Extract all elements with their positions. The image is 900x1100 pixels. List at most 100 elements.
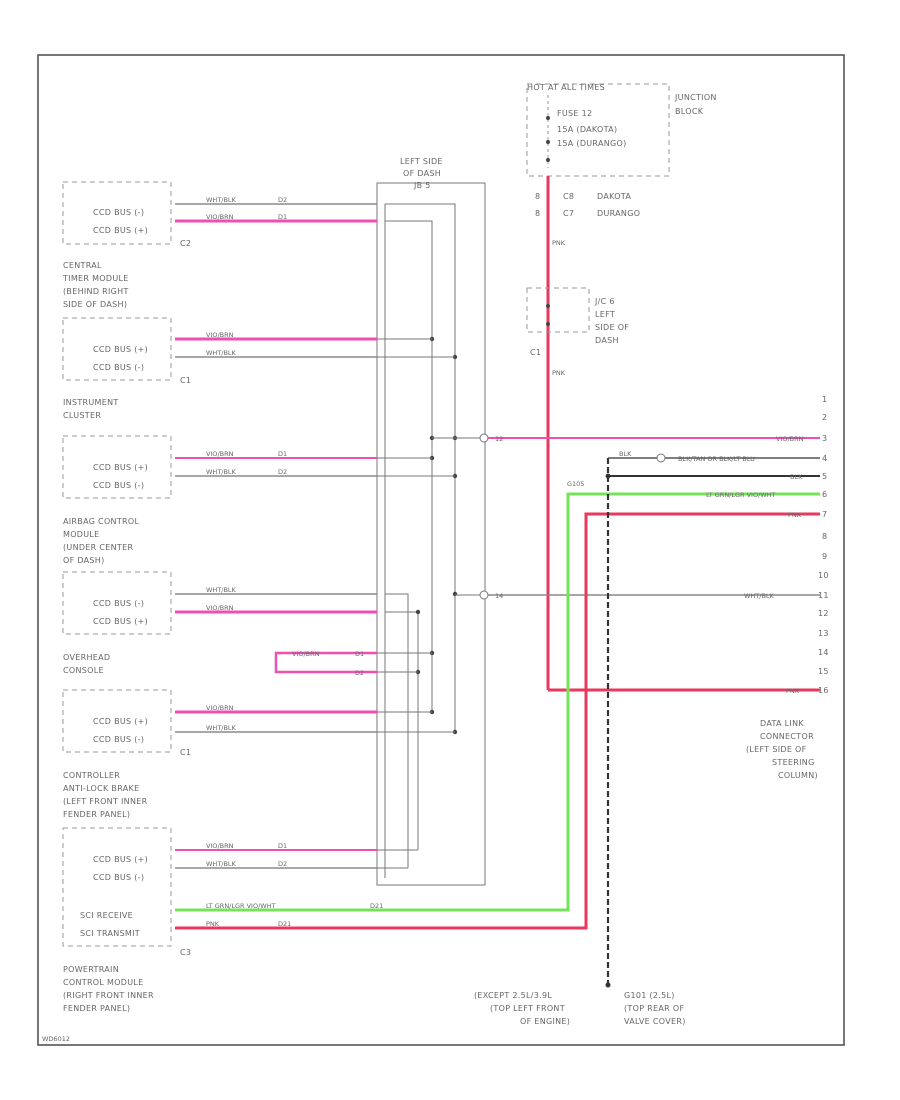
dlc-w16: PNK xyxy=(786,687,800,695)
cav-b-marker: 8 xyxy=(535,209,540,218)
jc6-outline xyxy=(526,287,590,333)
module-6-c2: D2 xyxy=(278,860,287,868)
jc6-l1: J/C 6 xyxy=(594,297,615,306)
jc6-l3: SIDE OF xyxy=(595,323,629,332)
blk-left-label: BLK xyxy=(619,450,632,458)
ground-2-l2: (TOP REAR OF xyxy=(624,1004,684,1013)
module-3-pin-1: CCD BUS (+) xyxy=(93,463,148,472)
module-4-name-3: (UNDER CENTER xyxy=(63,543,133,552)
dlc-pin-14: 14 xyxy=(818,648,829,657)
module-5-w1: VIO/BRN xyxy=(206,704,234,712)
dlc-w3: VIO/BRN xyxy=(776,435,804,443)
dlc-label-5: COLUMN) xyxy=(778,771,818,780)
module-7-name-2: CONTROL MODULE xyxy=(63,978,144,987)
jc6-node-2 xyxy=(546,322,550,326)
splice-wb-vline-2 xyxy=(385,593,409,868)
module-1-conn: C2 xyxy=(180,239,191,248)
overhead-loop-wire xyxy=(274,651,377,674)
module-6-pin-3: SCI RECEIVE xyxy=(80,911,133,920)
junction-label-2: BLOCK xyxy=(675,107,704,116)
module-3-c2: D2 xyxy=(278,468,287,476)
module-6-name-1: CONTROLLER xyxy=(63,771,120,780)
jc6-node-1 xyxy=(546,304,550,308)
module-6-pin-4: SCI TRANSMIT xyxy=(80,929,140,938)
module-6-pin-2: CCD BUS (-) xyxy=(93,873,144,882)
dlc-pin-7: 7 xyxy=(822,510,827,519)
module-5-name-1: OVERHEAD xyxy=(63,653,110,662)
splice-out-wb-conn xyxy=(479,590,489,600)
module-2-pin-2: CCD BUS (-) xyxy=(93,363,144,372)
jc6-l4: DASH xyxy=(595,336,619,345)
ground-1-l1: (EXCEPT 2.5L/3.9L xyxy=(474,991,552,1000)
dlc-w7: PNK xyxy=(788,511,802,519)
cav-a-marker: 8 xyxy=(535,192,540,201)
cav-a: C8 xyxy=(563,192,574,201)
diagram-frame xyxy=(37,54,845,1046)
module-6-c4: D21 xyxy=(278,920,291,928)
module-4-outline xyxy=(62,571,172,635)
splice-title-2: OF DASH xyxy=(403,169,441,178)
overhead-loop-p2: D2 xyxy=(355,669,364,677)
cav-a-desc: DAKOTA xyxy=(597,192,631,201)
module-1-c1: D2 xyxy=(278,196,287,204)
module-5-outline xyxy=(62,689,172,753)
cav-b-desc: DURANGO xyxy=(597,209,640,218)
ground-1-l3: OF ENGINE) xyxy=(520,1017,570,1026)
module-6-name-3: (LEFT FRONT INNER xyxy=(63,797,148,806)
module-1-pin-2: CCD BUS (+) xyxy=(93,226,148,235)
ground-2-l1: G101 (2.5L) xyxy=(624,991,675,1000)
dlc-label-1: DATA LINK xyxy=(760,719,804,728)
fuse-b: 15A (DURANGO) xyxy=(557,139,627,148)
splice-wb-vline xyxy=(385,203,456,595)
dlc-pin-9: 9 xyxy=(822,552,827,561)
ground-end-node xyxy=(605,982,611,988)
dlc-pin-16: 16 xyxy=(818,686,829,695)
dlc-pin-3: 3 xyxy=(822,434,827,443)
module-4-name-1: AIRBAG CONTROL xyxy=(63,517,139,526)
module-5-pin-1: CCD BUS (+) xyxy=(93,717,148,726)
module-7-name-1: POWERTRAIN xyxy=(63,965,119,974)
module-3-w1: VIO/BRN xyxy=(206,450,234,458)
module-3-name-2: CLUSTER xyxy=(63,411,101,420)
module-6-conn: C3 xyxy=(180,948,191,957)
splice-vb-vline-2 xyxy=(385,611,419,850)
module-3-pin-2: CCD BUS (-) xyxy=(93,481,144,490)
module-6-w3: LT GRN/LGR VIO/WHT xyxy=(206,902,276,910)
module-2-name-2: TIMER MODULE xyxy=(62,274,129,283)
dlc-pin-column: 1 2 3 4 5 6 7 8 9 10 11 12 13 14 15 16 xyxy=(818,395,829,695)
ground-2-l3: VALVE COVER) xyxy=(624,1017,686,1026)
pnk-label-mid: PNK xyxy=(552,369,566,377)
overhead-loop-p1: D1 xyxy=(355,650,364,658)
module-4-pin-1: CCD BUS (-) xyxy=(93,599,144,608)
module-7-name-3: (RIGHT FRONT INNER xyxy=(63,991,154,1000)
splice-out-wb-cav: 14 xyxy=(495,592,503,600)
dlc-pin-1: 1 xyxy=(822,395,827,404)
module-2-pin-1: CCD BUS (+) xyxy=(93,345,148,354)
module-5-conn: C1 xyxy=(180,748,191,757)
module-6-name-4: FENDER PANEL) xyxy=(63,810,130,819)
ground-splice-node xyxy=(605,473,611,479)
dlc-pin-10: 10 xyxy=(818,571,829,580)
module-4-w1: WHT/BLK xyxy=(206,586,237,594)
dlc-w6: LT GRN/LGR VIO/WHT xyxy=(706,491,776,499)
module-5-w2: WHT/BLK xyxy=(206,724,237,732)
module-4-name-2: MODULE xyxy=(63,530,100,539)
pnk-label-top: PNK xyxy=(552,239,566,247)
splice-vb-vline xyxy=(385,220,433,712)
ground-1-l2: (TOP LEFT FRONT xyxy=(490,1004,565,1013)
fuse-node-2 xyxy=(546,140,550,144)
module-1-pin-1: CCD BUS (-) xyxy=(93,208,144,217)
module-6-name-2: ANTI-LOCK BRAKE xyxy=(63,784,139,793)
module-6-c3: D21 xyxy=(370,902,383,910)
module-2-name-3: (BEHIND RIGHT xyxy=(63,287,129,296)
module-4-w2: VIO/BRN xyxy=(206,604,234,612)
module-2-outline xyxy=(62,317,172,381)
footer-code: WD6012 xyxy=(42,1035,70,1043)
dlc-pin-11: 11 xyxy=(818,591,829,600)
sci-receive-wire xyxy=(175,492,820,912)
fuse-node-3 xyxy=(546,158,550,162)
dlc-w11: WHT/BLK xyxy=(744,592,775,600)
module-2-w2: WHT/BLK xyxy=(206,349,237,357)
module-1-outline xyxy=(62,181,172,245)
